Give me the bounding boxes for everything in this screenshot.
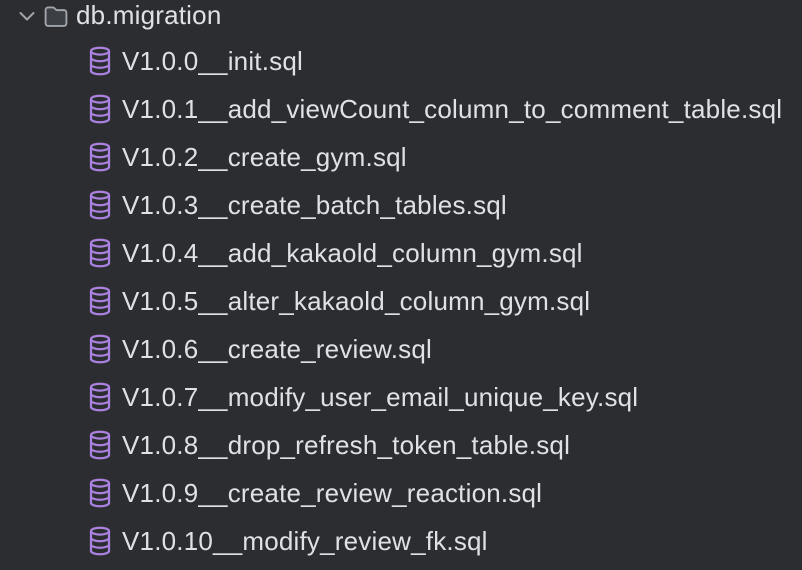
file-label: V1.0.5__alter_kakaold_column_gym.sql <box>122 285 591 316</box>
tree-item-file[interactable]: V1.0.2__create_gym.sql <box>0 133 802 181</box>
tree-item-file[interactable]: V1.0.5__alter_kakaold_column_gym.sql <box>0 277 802 325</box>
file-label: V1.0.1__add_viewCount_column_to_comment_… <box>122 93 783 124</box>
file-label: V1.0.8__drop_refresh_token_table.sql <box>122 429 571 460</box>
file-label: V1.0.9__create_review_reaction.sql <box>122 477 543 508</box>
tree-item-file[interactable]: V1.0.8__drop_refresh_token_table.sql <box>0 421 802 469</box>
folder-label: db.migration <box>76 0 222 30</box>
database-icon <box>88 334 112 364</box>
folder-icon <box>43 3 69 29</box>
tree-item-file[interactable]: V1.0.0__init.sql <box>0 37 802 85</box>
database-icon <box>88 238 112 268</box>
database-icon <box>88 46 112 76</box>
file-label: V1.0.2__create_gym.sql <box>122 141 407 172</box>
file-label: V1.0.0__init.sql <box>122 45 303 76</box>
file-label: V1.0.7__modify_user_email_unique_key.sql <box>122 381 639 412</box>
tree-item-file[interactable]: V1.0.9__create_review_reaction.sql <box>0 469 802 517</box>
tree-item-file[interactable]: V1.0.10__modify_review_fk.sql <box>0 517 802 565</box>
database-icon <box>88 382 112 412</box>
file-label: V1.0.10__modify_review_fk.sql <box>122 525 488 556</box>
file-label: V1.0.6__create_review.sql <box>122 333 432 364</box>
tree-item-file[interactable]: V1.0.1__add_viewCount_column_to_comment_… <box>0 85 802 133</box>
database-icon <box>88 430 112 460</box>
file-label: V1.0.3__create_batch_tables.sql <box>122 189 507 220</box>
file-label: V1.0.4__add_kakaold_column_gym.sql <box>122 237 583 268</box>
database-icon <box>88 526 112 556</box>
tree-item-file[interactable]: V1.0.7__modify_user_email_unique_key.sql <box>0 373 802 421</box>
tree-item-folder-db-migration[interactable]: db.migration <box>0 0 802 31</box>
database-icon <box>88 286 112 316</box>
database-icon <box>88 142 112 172</box>
file-list: V1.0.0__init.sql V1.0.1__add_viewCount_c… <box>0 37 802 565</box>
database-icon <box>88 478 112 508</box>
database-icon <box>88 94 112 124</box>
tree-item-file[interactable]: V1.0.4__add_kakaold_column_gym.sql <box>0 229 802 277</box>
database-icon <box>88 190 112 220</box>
tree-item-file[interactable]: V1.0.6__create_review.sql <box>0 325 802 373</box>
tree-item-file[interactable]: V1.0.3__create_batch_tables.sql <box>0 181 802 229</box>
chevron-down-icon[interactable] <box>16 5 38 27</box>
